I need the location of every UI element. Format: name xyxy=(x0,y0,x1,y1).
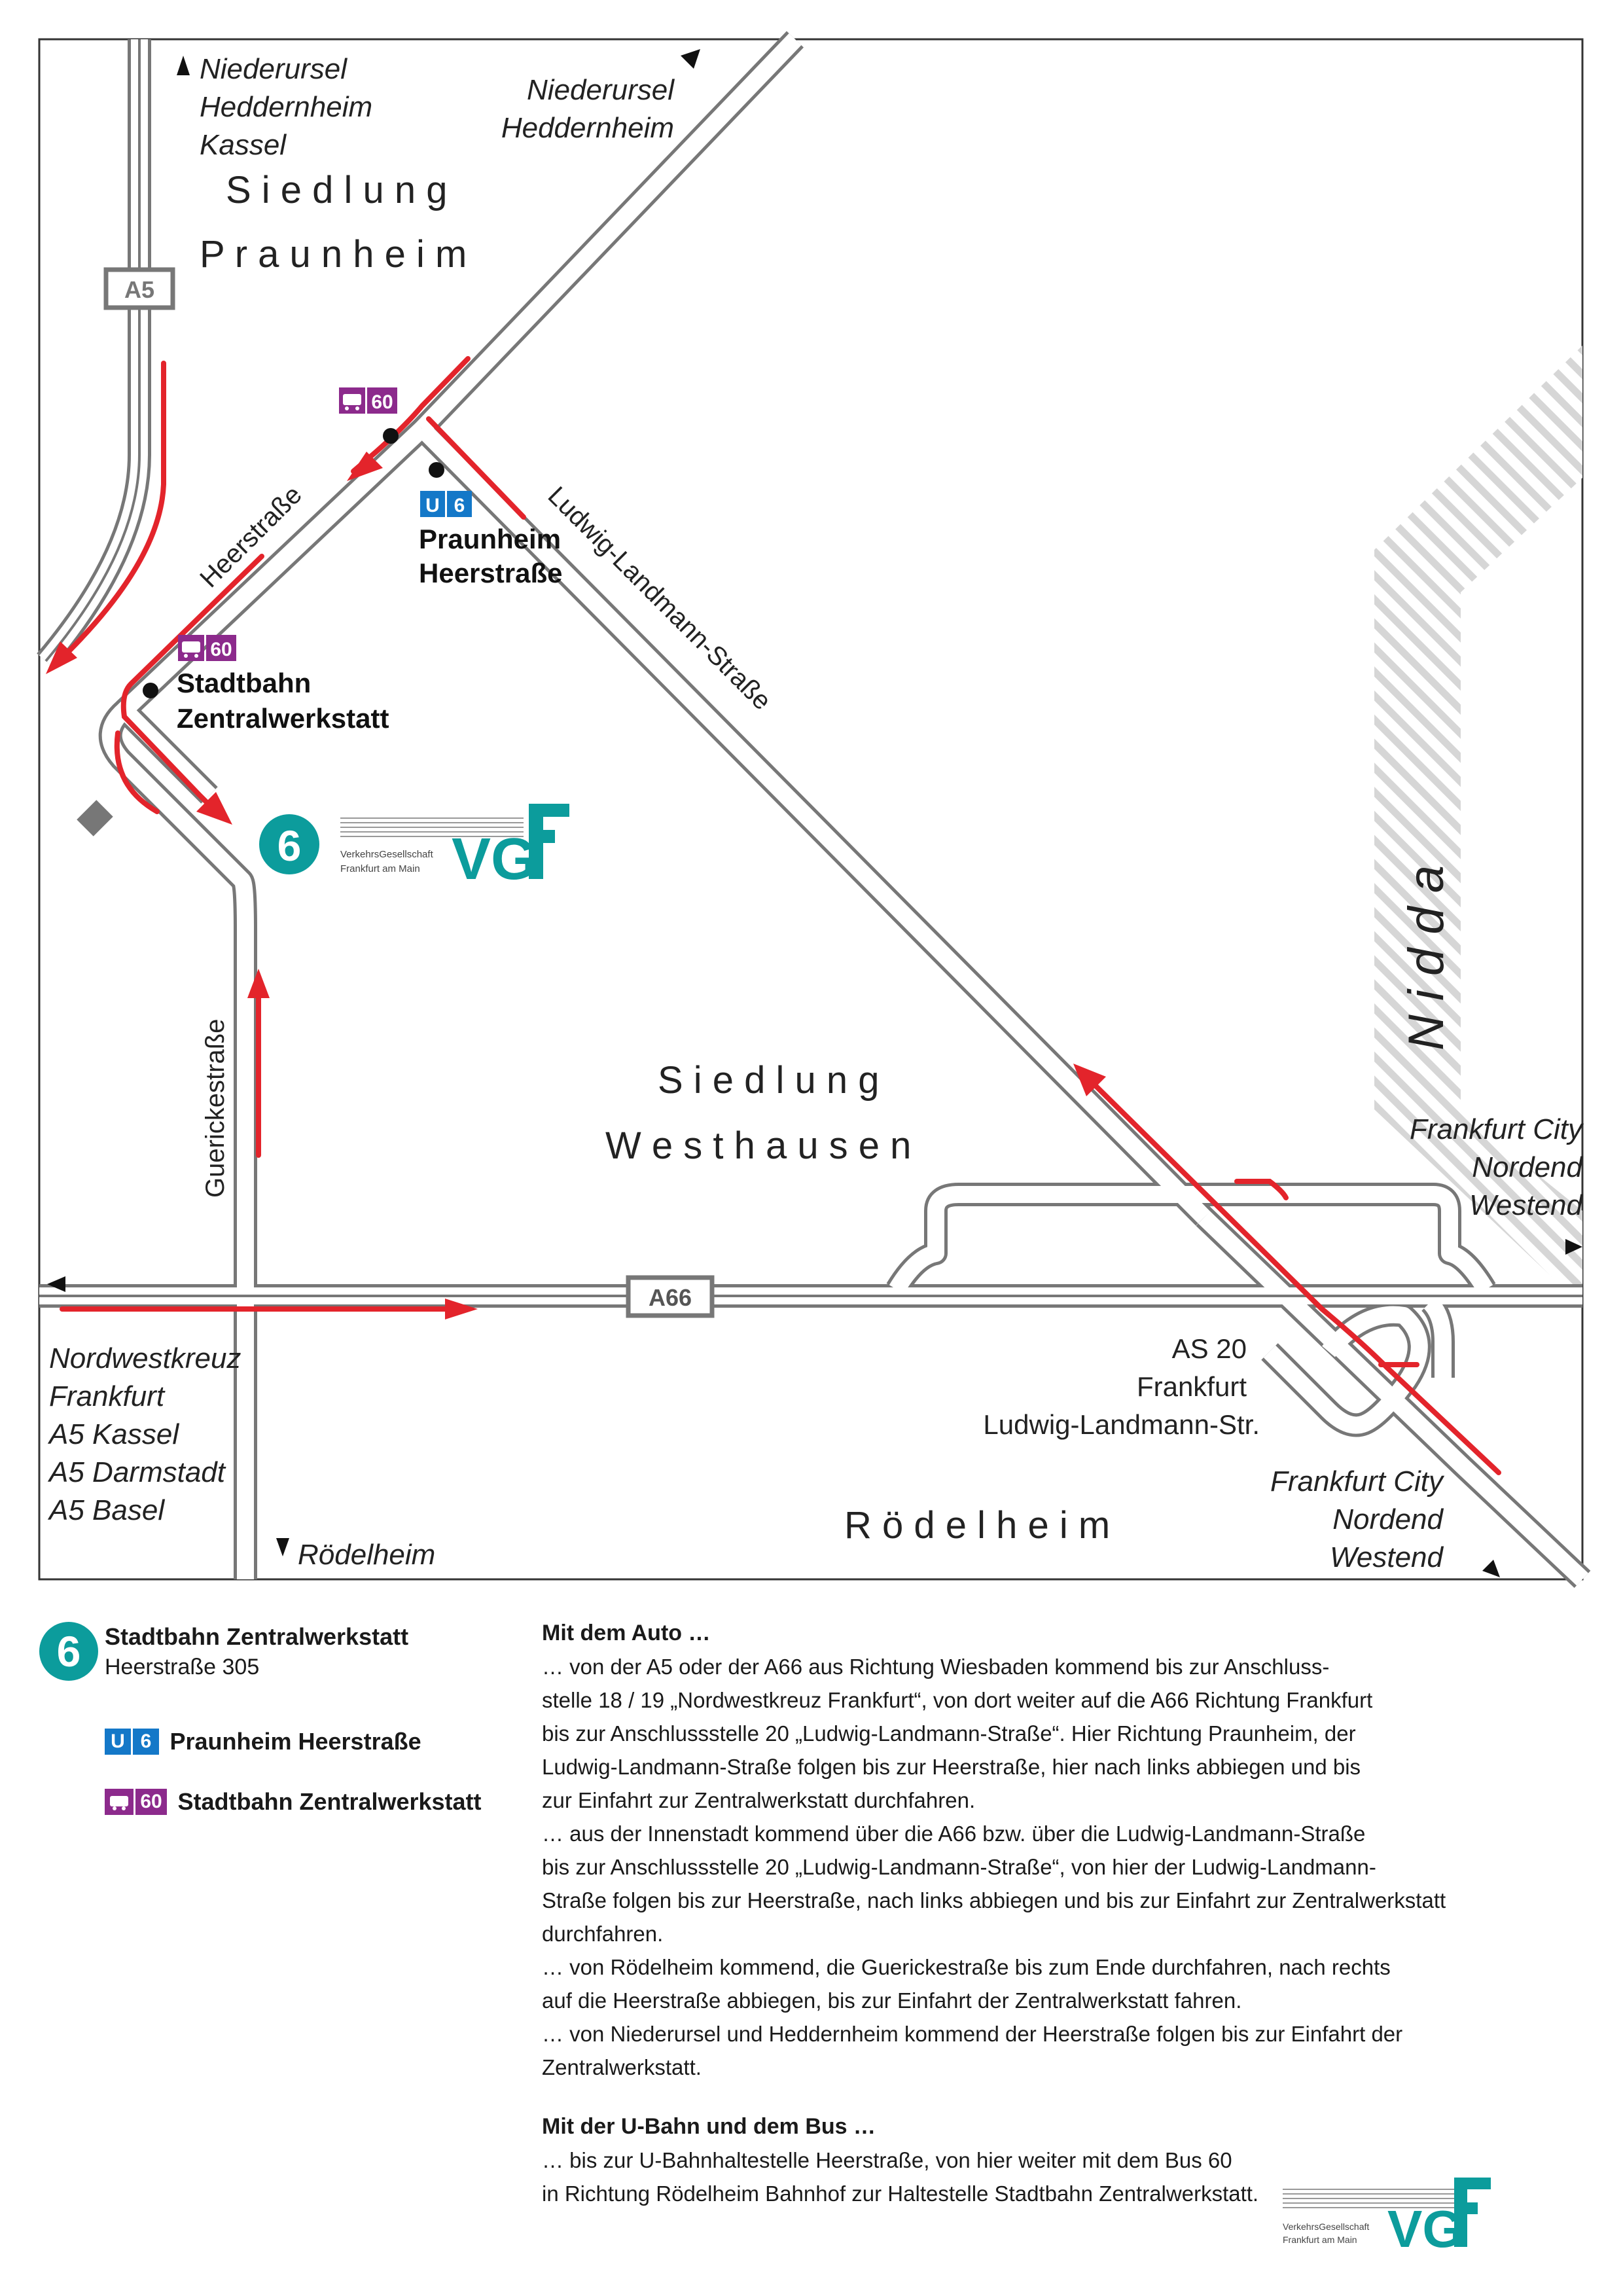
nidda-river xyxy=(1374,346,1582,1306)
dest-w-3: A5 Kassel xyxy=(47,1418,179,1450)
dest-w-1: Nordwestkreuz xyxy=(49,1342,241,1374)
dest-e-upper-2: Nordend xyxy=(1472,1151,1583,1183)
district-westhausen-line2: W e s t h a u s e n xyxy=(605,1124,911,1167)
a5-shield: A5 xyxy=(103,267,175,310)
car-line-6: … aus der Innenstadt kommend über die A6… xyxy=(542,1821,1366,1846)
legend-stop-name: Stadtbahn Zentralwerkstatt xyxy=(105,1623,409,1650)
legend-marker: 6 xyxy=(39,1622,98,1681)
dest-s: Rödelheim xyxy=(298,1539,435,1571)
bus-icon xyxy=(343,394,361,410)
junction-line1: AS 20 xyxy=(1172,1333,1247,1364)
legend-bus-label: Stadtbahn Zentralwerkstatt xyxy=(177,1788,482,1815)
car-line-9: durchfahren. xyxy=(542,1922,664,1946)
legend-ubahn-letter: U xyxy=(105,1729,131,1755)
dest-e-upper-3: Westend xyxy=(1469,1189,1583,1221)
district-praunheim-line2: P r a u n h e i m xyxy=(200,233,467,276)
legend-bus-badge: 60 xyxy=(105,1789,167,1815)
ubahn-stop-name-1: Praunheim xyxy=(419,524,561,554)
vgf-logo-bottom: VerkehrsGesellschaft Frankfurt am Main V… xyxy=(1283,2178,1491,2248)
car-line-7: bis zur Anschlussstelle 20 „Ludwig-Landm… xyxy=(542,1855,1376,1879)
car-line-13: Zentralwerkstatt. xyxy=(542,2055,702,2079)
ubahn-letter: U xyxy=(425,495,440,516)
district-roedelheim: R ö d e l h e i m xyxy=(844,1504,1110,1547)
car-line-1: … von der A5 oder der A66 aus Richtung W… xyxy=(542,1655,1330,1679)
car-line-5: zur Einfahrt zur Zentralwerkstatt durchf… xyxy=(542,1788,976,1812)
bus-line-stadtbahn: 60 xyxy=(210,639,232,660)
legend-bus-line: 60 xyxy=(135,1789,167,1815)
bus-badge-top: 60 xyxy=(339,387,397,414)
a5-label: A5 xyxy=(124,276,154,303)
route-map: A5 A66 S i e d l u n g P r a u n h e i m… xyxy=(37,31,1591,1588)
legend-ubahn-line: 6 xyxy=(133,1729,159,1755)
a66-shield: A66 xyxy=(626,1275,715,1318)
stadtbahn-stop-name-2: Zentralwerkstatt xyxy=(177,703,389,734)
dest-e-upper-1: Frankfurt City xyxy=(1410,1113,1584,1145)
vgf-logo-map: VerkehrsGesellschaft Frankfurt am Main V… xyxy=(340,804,569,892)
junction-line3: Ludwig-Landmann-Str. xyxy=(983,1409,1260,1440)
a66-label: A66 xyxy=(649,1284,692,1311)
car-heading: Mit dem Auto … xyxy=(542,1621,711,1645)
vgf-logo-text2: Frankfurt am Main xyxy=(340,863,420,874)
vgf-bottom-text1: VerkehrsGesellschaft xyxy=(1283,2221,1369,2232)
vgf-logo-letters: VG xyxy=(452,827,537,892)
location-marker xyxy=(259,814,319,874)
stadtbahn-stop-dot xyxy=(143,683,158,698)
direction-arrows xyxy=(47,49,1582,1577)
bus-heading: Mit der U-Bahn und dem Bus … xyxy=(542,2114,876,2139)
district-westhausen-line1: S i e d l u n g xyxy=(658,1059,880,1102)
dest-e-lower-3: Westend xyxy=(1330,1541,1444,1573)
dest-e-lower-2: Nordend xyxy=(1332,1503,1444,1535)
junction-line2: Frankfurt xyxy=(1137,1371,1247,1402)
dest-nw-1: Niederursel xyxy=(200,53,348,85)
dest-w-2: Frankfurt xyxy=(49,1380,166,1412)
location-marker-number: 6 xyxy=(277,821,302,870)
vgf-bottom-letters: VG xyxy=(1387,2200,1463,2248)
car-line-12: … von Niederursel und Heddernheim kommen… xyxy=(542,2022,1403,2046)
ubahn-badge: U 6 xyxy=(420,491,472,517)
bus-line-1: … bis zur U-Bahnhaltestelle Heerstraße, … xyxy=(542,2148,1232,2172)
dest-n-2: Heddernheim xyxy=(501,112,674,144)
car-line-8: Straße folgen bis zur Heerstraße, nach l… xyxy=(542,1888,1446,1912)
dest-e-lower-1: Frankfurt City xyxy=(1270,1465,1445,1498)
bus-icon xyxy=(105,1789,134,1815)
car-line-3: bis zur Anschlussstelle 20 „Ludwig-Landm… xyxy=(542,1721,1356,1746)
bus-stop-dot-top xyxy=(383,428,399,444)
bus-line-top: 60 xyxy=(371,391,393,413)
car-line-10: … von Rödelheim kommend, die Guerickestr… xyxy=(542,1955,1391,1979)
ubahn-stop-dot xyxy=(429,462,444,478)
bus-icon xyxy=(182,641,200,658)
car-line-2: stelle 18 / 19 „Nordwestkreuz Frankfurt“… xyxy=(542,1688,1373,1712)
legend-ubahn-label: Praunheim Heerstraße xyxy=(169,1728,421,1755)
dest-w-4: A5 Darmstadt xyxy=(47,1456,226,1488)
bus-badge-stadtbahn: 60 xyxy=(178,635,236,661)
dest-nw-3: Kassel xyxy=(200,129,287,161)
bus-line-2: in Richtung Rödelheim Bahnhof zur Haltes… xyxy=(542,2181,1259,2206)
stadtbahn-stop-name-1: Stadtbahn xyxy=(177,668,311,698)
district-praunheim-line1: S i e d l u n g xyxy=(226,169,448,211)
vgf-bottom-text2: Frankfurt am Main xyxy=(1283,2234,1357,2245)
vgf-logo-text1: VerkehrsGesellschaft xyxy=(340,849,434,860)
dest-nw-2: Heddernheim xyxy=(200,91,372,123)
river-nidda: N i d d a xyxy=(1399,865,1454,1050)
ubahn-stop-name-2: Heerstraße xyxy=(419,558,562,588)
road-guerickestrasse: Guerickestraße xyxy=(201,1019,230,1198)
car-line-11: auf die Heerstraße abbiegen, bis zur Ein… xyxy=(542,1988,1242,2013)
dest-n-1: Niederursel xyxy=(527,74,675,106)
route-arrowheads xyxy=(46,452,1106,1319)
legend-stop-address: Heerstraße 305 xyxy=(105,1655,260,1679)
road-network xyxy=(37,31,1591,1588)
dest-w-5: A5 Basel xyxy=(47,1494,165,1526)
car-line-4: Ludwig-Landmann-Straße folgen bis zur He… xyxy=(542,1755,1361,1779)
legend-bus-row: 60 Stadtbahn Zentralwerkstatt xyxy=(105,1788,482,1817)
route-arrows xyxy=(56,356,1501,1475)
ubahn-line: 6 xyxy=(454,495,465,516)
directions-text: Mit dem Auto … … von der A5 oder der A66… xyxy=(542,1617,1563,2210)
